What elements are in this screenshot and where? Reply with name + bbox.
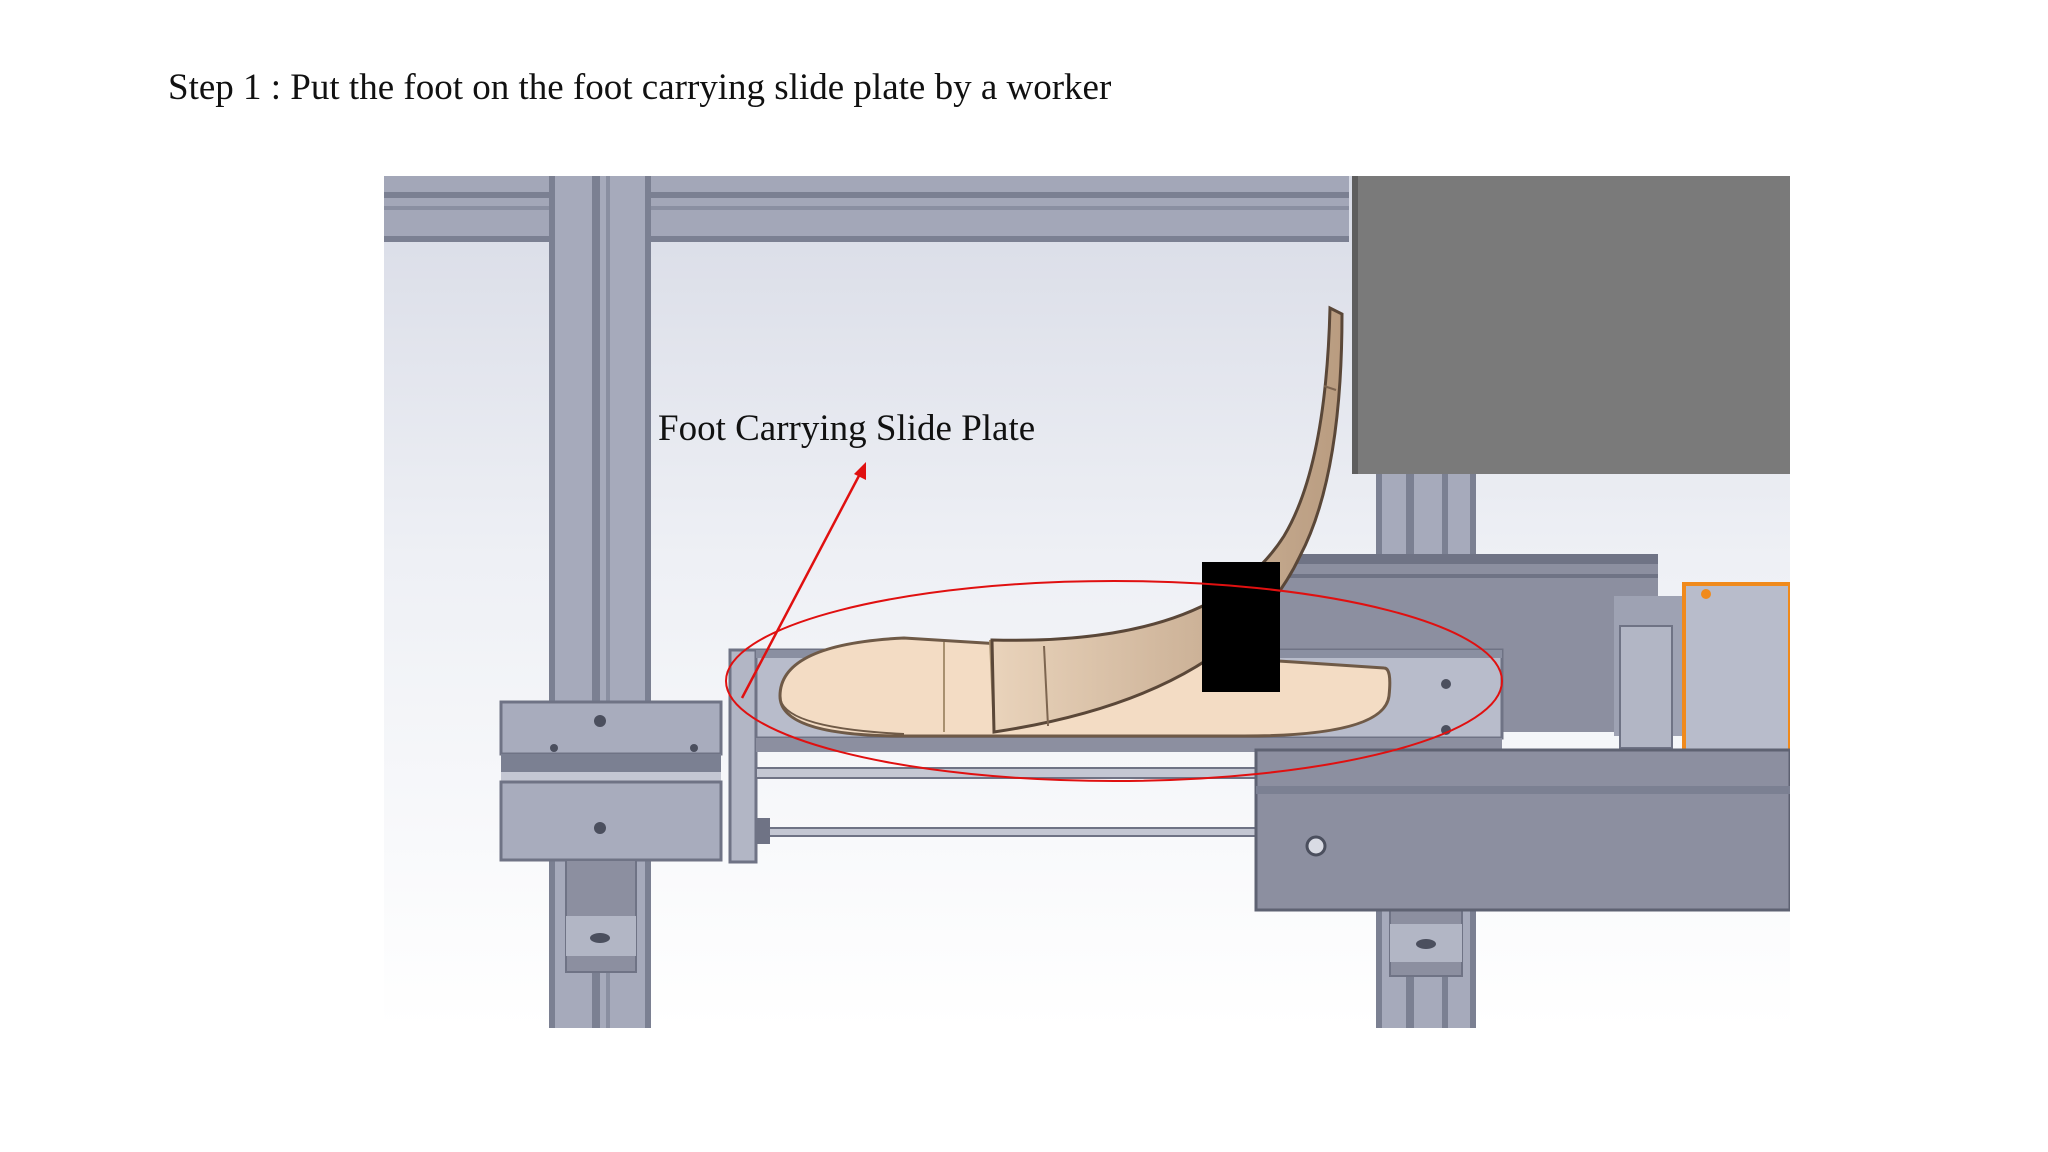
machine-drawing [384,176,1790,1028]
callout-arrow [740,462,866,699]
highlight-ellipse [725,580,1503,782]
support-post [1202,562,1280,692]
top-rail [384,176,1349,242]
front-plate [1254,748,1790,912]
motor-housing [1352,176,1790,474]
slide-plate-end [728,648,758,864]
left-clamp [499,700,723,862]
step-title: Step 1 : Put the foot on the foot carryi… [168,67,1112,108]
callout-label: Foot Carrying Slide Plate [658,408,1036,449]
left-lower-bracket [565,859,637,973]
machine-diagram: Foot Carrying Slide Plate [384,176,1790,1028]
